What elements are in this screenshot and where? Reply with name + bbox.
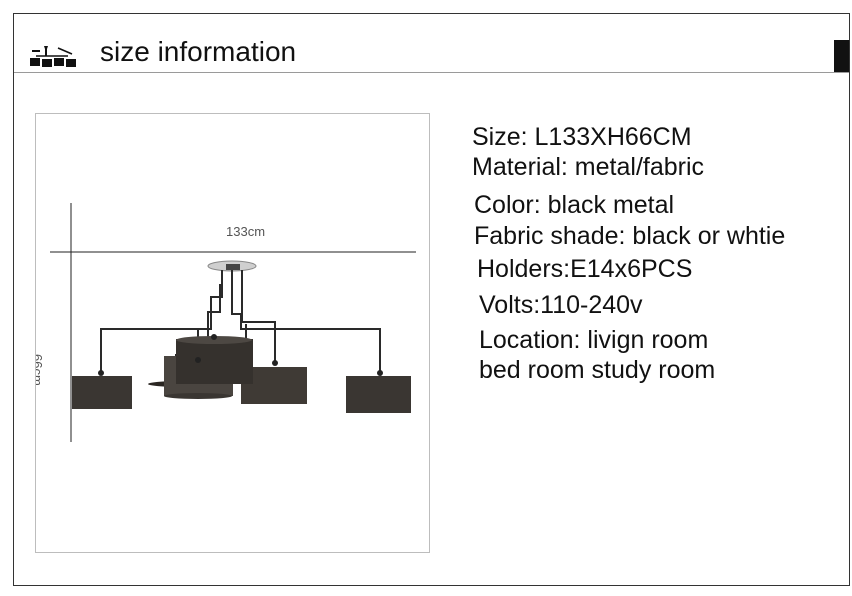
chandelier-icon: [30, 46, 76, 67]
spec-location-rooms: bed room study room: [479, 356, 716, 384]
spec-size: Size: L133XH66CM: [472, 123, 692, 151]
header-accent-block: [834, 40, 849, 72]
header-divider: [14, 72, 849, 73]
chandelier-diagram: [50, 203, 416, 442]
spec-volts: Volts:110-240v: [479, 291, 643, 319]
height-label: 66cm: [35, 354, 45, 386]
width-label: 133cm: [226, 224, 266, 239]
spec-fabric-shade: Fabric shade: black or whtie: [474, 222, 786, 250]
page-title: size information: [100, 36, 297, 67]
product-photo: 133cm 66cm: [35, 113, 430, 553]
canopy-center: [226, 264, 240, 270]
fabric-shades: [72, 334, 411, 413]
spec-holders: Holders:E14x6PCS: [477, 255, 693, 283]
spec-list: Size: L133XH66CM Material: metal/fabric …: [472, 122, 850, 412]
page-frame: size information: [13, 13, 850, 586]
spec-color: Color: black metal: [474, 191, 675, 219]
spec-material: Material: metal/fabric: [472, 153, 705, 181]
spec-location: Location: livign room: [479, 326, 709, 354]
